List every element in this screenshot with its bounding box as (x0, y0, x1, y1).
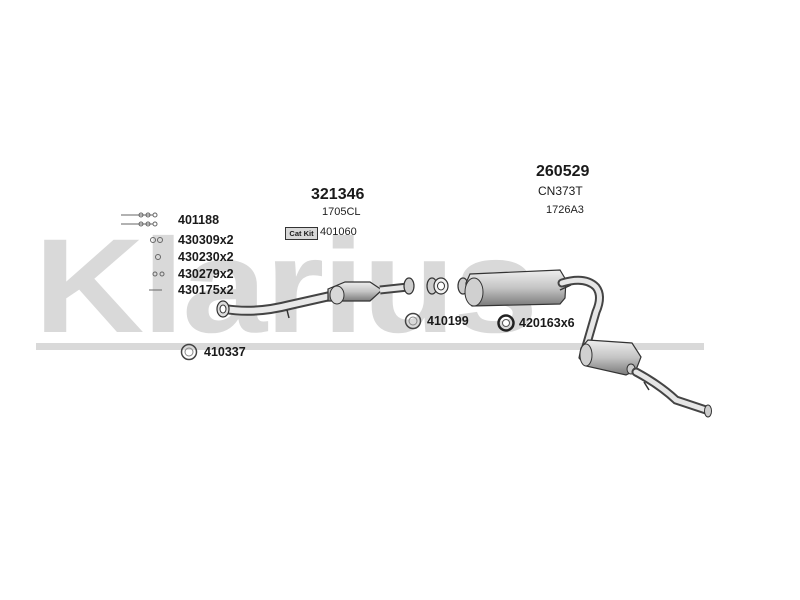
rear-part-number: 260529 (536, 163, 590, 180)
part-label-430230: 430230x2 (178, 250, 234, 264)
washer-icon-430230 (155, 254, 161, 260)
part-label-410199: 410199 (427, 314, 469, 328)
catalyst-part-number: 321346 (311, 186, 365, 203)
part-label-401188: 401188 (178, 213, 220, 227)
part-label-430175: 430175x2 (178, 283, 234, 297)
middle-silencer (464, 269, 572, 307)
part-label-430309: 430309x2 (178, 233, 234, 247)
connecting-pipe (557, 275, 604, 355)
tail-pipe (631, 367, 712, 418)
klarius-watermark: Klarius (34, 212, 538, 361)
catalyst-converter (327, 277, 415, 305)
catalyst-code: 1705CL (322, 206, 361, 218)
cat-kit-number: 401060 (320, 226, 357, 238)
part-label-420163: 420163x6 (519, 316, 575, 330)
part-label-410337: 410337 (204, 345, 246, 359)
front-pipe (216, 291, 335, 319)
nut-icon-430309 (150, 237, 163, 243)
rear-code-1: CN373T (538, 184, 583, 198)
middle-joint (426, 277, 469, 295)
rear-code-2: 1726A3 (546, 204, 584, 216)
cat-kit-badge: Cat Kit (285, 227, 318, 240)
bolt-icon-401188 (121, 212, 158, 227)
watermark-underline (36, 343, 704, 350)
gasket-ring-icon-410337 (180, 343, 198, 361)
spring-icon-430279 (152, 271, 165, 277)
part-label-430279: 430279x2 (178, 267, 234, 281)
gasket-ring-icon-410199 (404, 312, 422, 330)
clamp-ring-icon-420163 (497, 314, 515, 332)
